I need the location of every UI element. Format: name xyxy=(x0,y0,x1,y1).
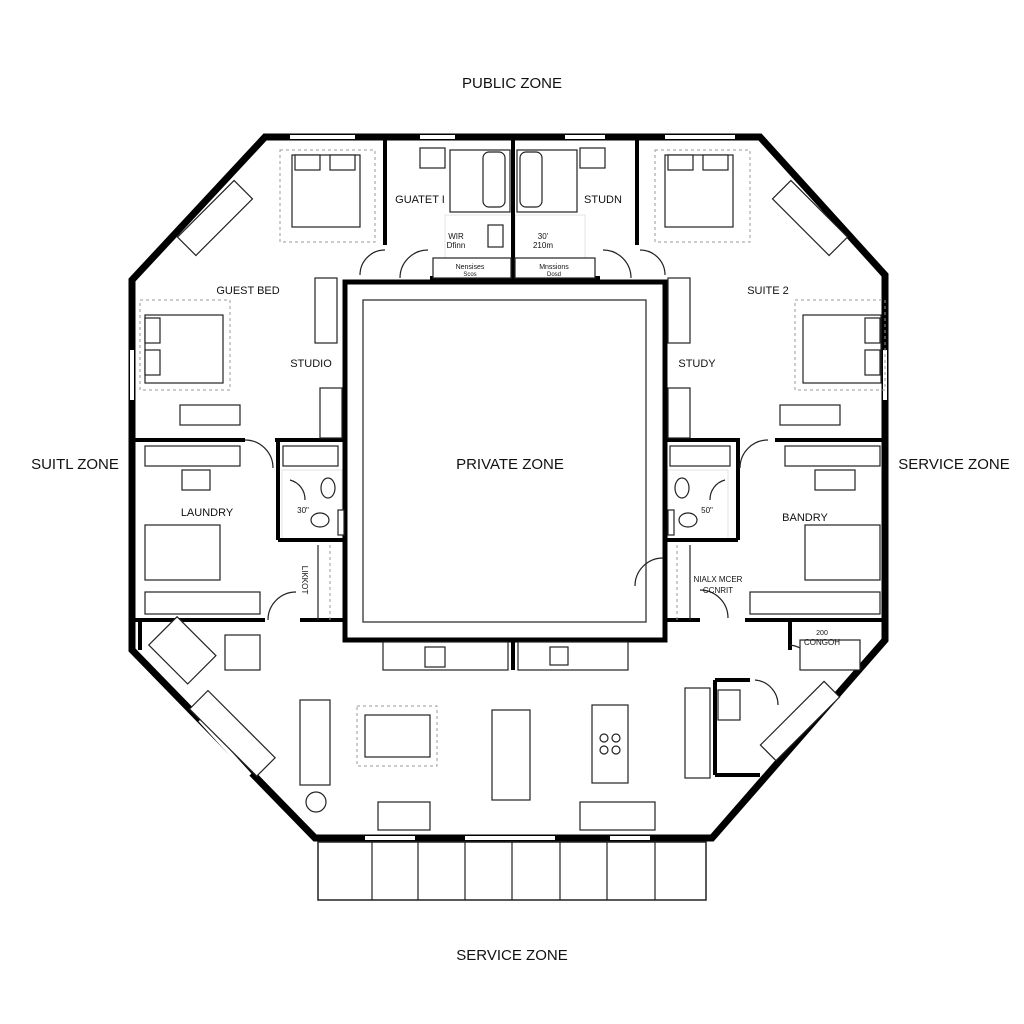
congoh-label: 200 xyxy=(816,630,828,637)
room-label-studio: STUDIO xyxy=(290,358,332,370)
zone-label-left: SUITL ZONE xyxy=(31,456,119,473)
desks-and-closets xyxy=(144,277,881,615)
vanity-label-right-2: Dosd xyxy=(547,272,561,278)
beds xyxy=(139,149,886,581)
bath-dim-left: 30" xyxy=(297,506,309,515)
corridor-label-likkot: LIKKOT xyxy=(300,566,309,595)
corridor-label-nialx-2: CCNRIT xyxy=(703,586,733,595)
private-zone-inner xyxy=(362,299,647,623)
vanity-label-right: Mnssions xyxy=(539,264,569,271)
zone-label-right: SERVICE ZONE xyxy=(898,456,1009,473)
room-label-study: STUDY xyxy=(678,358,716,370)
private-zone-wall xyxy=(342,279,668,643)
room-label-laundry: LAUNDRY xyxy=(181,507,234,519)
room-label-guest-bed: GUEST BED xyxy=(216,285,279,297)
dimension-label: 30' xyxy=(538,232,549,241)
exterior-wall xyxy=(128,133,889,842)
bathroom-fixtures xyxy=(310,147,698,536)
wir-label: WIR xyxy=(448,232,464,241)
kitchen-counter xyxy=(147,615,861,685)
room-label-guatet: GUATET I xyxy=(395,194,445,206)
vanity-label-left-2: Scos xyxy=(463,272,476,278)
zone-label-top: PUBLIC ZONE xyxy=(462,75,562,92)
room-label-studn: STUDN xyxy=(584,194,622,206)
room-label-suite-2: SUITE 2 xyxy=(747,285,789,297)
window-seats xyxy=(176,179,849,777)
corridor-label-nialx: NIALX MCER xyxy=(694,575,743,584)
wir-label-2: Dfinn xyxy=(447,241,466,250)
zone-label-bottom: SERVICE ZONE xyxy=(456,947,567,964)
balcony xyxy=(317,841,707,901)
windows xyxy=(130,135,887,840)
congoh-label-2: CONGOH xyxy=(804,638,840,647)
bath-dim-right: 50" xyxy=(701,506,713,515)
zone-label-center: PRIVATE ZONE xyxy=(456,456,564,473)
living-dining-furniture xyxy=(299,687,741,831)
corridor-lines xyxy=(317,545,691,620)
room-label-bandry: BANDRY xyxy=(782,512,828,524)
vanity-label-left: Nensises xyxy=(456,264,485,271)
dimension-label-2: 210m xyxy=(533,241,553,250)
